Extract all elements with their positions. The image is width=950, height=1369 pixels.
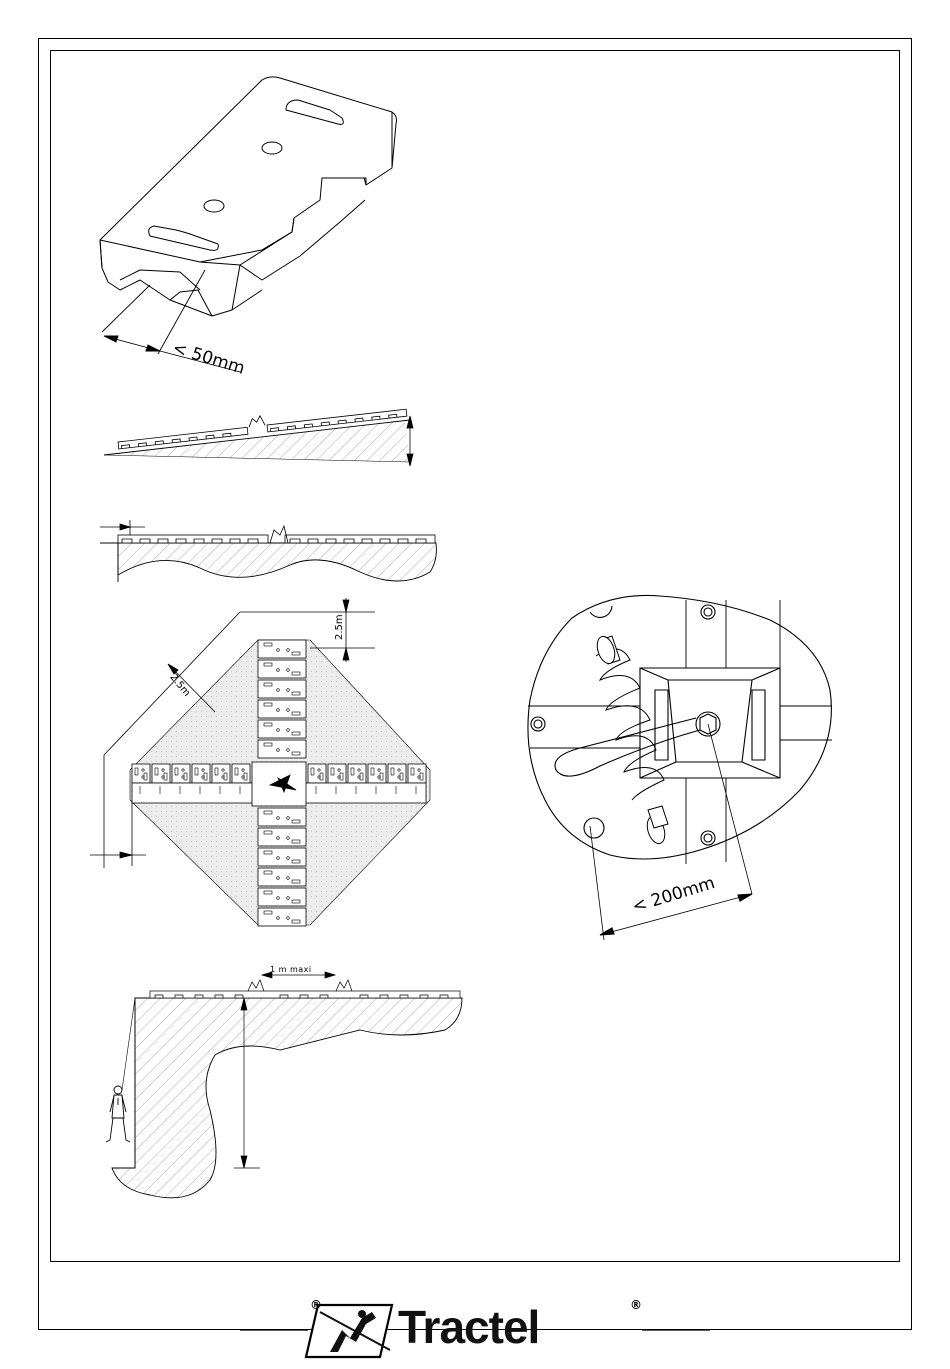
flat-roof-view bbox=[100, 520, 436, 582]
counterweight-block-isometric bbox=[100, 77, 397, 316]
sloped-roof-view bbox=[104, 399, 413, 466]
tractel-logo-icon bbox=[306, 1305, 392, 1357]
plan-view-layout bbox=[90, 598, 430, 926]
edge-distance-label-vertical: 2.5m bbox=[334, 614, 345, 640]
worker-figure bbox=[106, 1086, 130, 1142]
brand-name: Tractel bbox=[398, 1300, 539, 1354]
spacing-label: 1 m maxi bbox=[270, 965, 312, 974]
building-section-view bbox=[106, 972, 462, 1198]
registered-mark-left: ® bbox=[310, 1298, 322, 1312]
registered-mark-right: ® bbox=[630, 1298, 642, 1312]
